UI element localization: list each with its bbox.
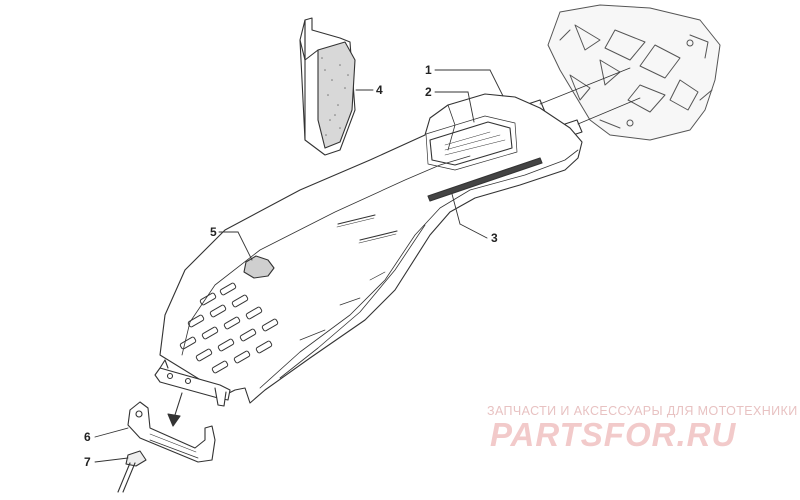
callout-4: 4 xyxy=(376,83,383,97)
callout-6: 6 xyxy=(84,430,91,444)
callout-1: 1 xyxy=(425,63,432,77)
watermark-tagline: ЗАПЧАСТИ И АКСЕССУАРЫ ДЛЯ МОТОТЕХНИКИ xyxy=(487,404,798,418)
decal-warning xyxy=(425,115,518,171)
foam-pad xyxy=(243,255,275,279)
front-hinge-bracket xyxy=(154,359,231,407)
watermark-logo: PARTSFOR.RU xyxy=(490,416,737,453)
engine-block xyxy=(547,4,721,141)
install-arrow xyxy=(167,392,183,427)
heat-shield xyxy=(299,17,356,156)
leader-lines xyxy=(94,69,504,463)
lower-bracket xyxy=(127,401,216,463)
callout-7: 7 xyxy=(84,455,91,469)
skid-plate xyxy=(159,93,583,404)
decal-strip xyxy=(427,157,543,202)
callout-5: 5 xyxy=(210,225,217,239)
vent-slots xyxy=(179,282,279,374)
callout-3: 3 xyxy=(491,231,498,245)
callout-2: 2 xyxy=(425,85,432,99)
bolt xyxy=(117,450,147,493)
